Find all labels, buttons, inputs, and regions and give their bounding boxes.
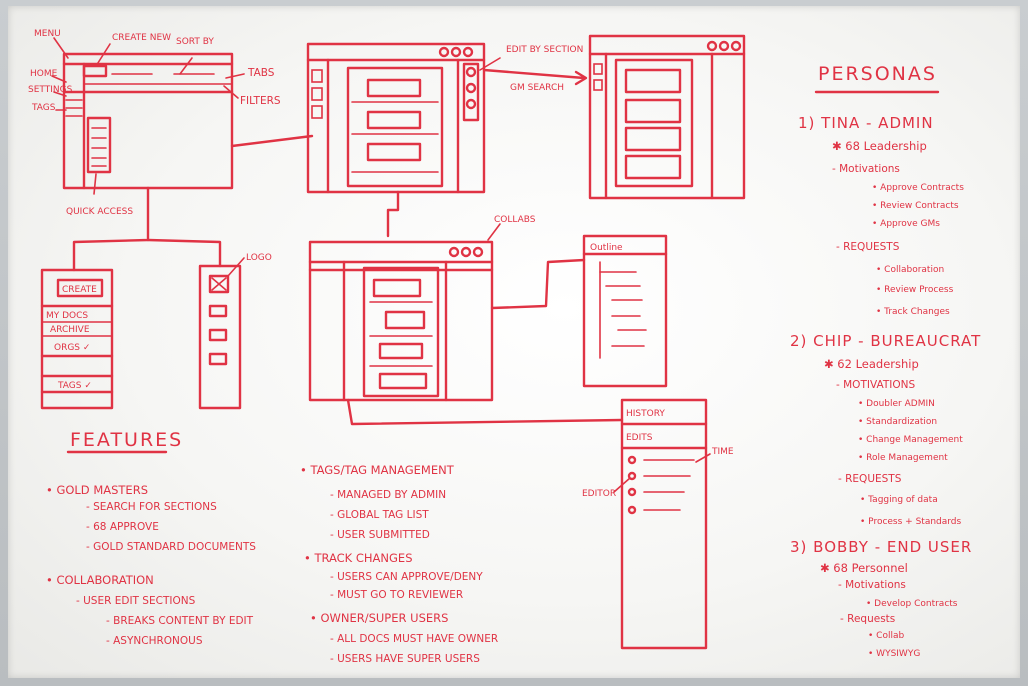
persona-requests-label: - Requests bbox=[840, 613, 895, 625]
feature-item: - MUST GO TO REVIEWER bbox=[330, 589, 463, 601]
persona-request: • WYSIWYG bbox=[868, 649, 920, 659]
persona-request: • Tagging of data bbox=[860, 495, 938, 505]
label-edit-by-section: EDIT BY SECTION bbox=[506, 45, 583, 55]
feature-item: - MANAGED BY ADMIN bbox=[330, 489, 446, 501]
persona-request: • Process + Standards bbox=[860, 517, 962, 527]
connector-collab-to-outline bbox=[490, 258, 586, 310]
wireframe-editor bbox=[306, 42, 501, 194]
feature-heading: • GOLD MASTERS bbox=[46, 483, 148, 497]
connector-collab-to-history bbox=[346, 398, 624, 426]
wireframe-dashboard bbox=[51, 37, 245, 195]
connector-dashboard-to-collapsed bbox=[146, 238, 222, 268]
feature-heading: • OWNER/SUPER USERS bbox=[310, 611, 448, 625]
label-quick-access: QUICK ACCESS bbox=[66, 207, 133, 217]
persona-motivation: • Approve Contracts bbox=[872, 183, 964, 193]
persona-motivation: • Role Management bbox=[858, 453, 948, 463]
feature-item: - USERS CAN APPROVE/DENY bbox=[330, 571, 483, 583]
label-create-new: CREATE NEW bbox=[112, 33, 171, 43]
persona-motivation: • Standardization bbox=[858, 417, 937, 427]
label-editor: EDITOR bbox=[582, 489, 616, 499]
sidebar-my-docs: MY DOCS bbox=[46, 311, 88, 321]
persona-motivation: • Review Contracts bbox=[872, 201, 959, 211]
feature-item: - GOLD STANDARD DOCUMENTS bbox=[86, 541, 256, 553]
label-gm-search: GM SEARCH bbox=[510, 83, 564, 93]
feature-heading: • COLLABORATION bbox=[46, 573, 154, 587]
persona-role: ✱ 68 Personnel bbox=[820, 561, 908, 575]
label-menu: MENU bbox=[34, 29, 61, 39]
label-tags: TAGS bbox=[31, 103, 56, 113]
persona-motivations-label: - Motivations bbox=[832, 163, 900, 175]
feature-item: - USER EDIT SECTIONS bbox=[76, 595, 196, 607]
wireframe-collapsed-sidebar bbox=[198, 257, 245, 410]
feature-item: - ALL DOCS MUST HAVE OWNER bbox=[330, 633, 498, 645]
label-outline: Outline bbox=[590, 243, 623, 253]
connector-editor-to-collab bbox=[386, 190, 400, 238]
feature-item: - BREAKS CONTENT BY EDIT bbox=[106, 615, 254, 627]
whiteboard-surface bbox=[8, 6, 1020, 678]
persona-name: 3) BOBBY - END USER bbox=[790, 538, 972, 556]
connector-dashboard-to-editor bbox=[230, 134, 314, 148]
persona-motivation: • Doubler ADMIN bbox=[858, 399, 935, 409]
persona-requests-label: - REQUESTS bbox=[838, 473, 902, 485]
persona-motivations-label: - MOTIVATIONS bbox=[836, 379, 915, 391]
wireframe-outline bbox=[582, 234, 668, 388]
sidebar-orgs: ORGS ✓ bbox=[54, 343, 90, 353]
feature-item: - USER SUBMITTED bbox=[330, 529, 430, 541]
persona-motivations-label: - Motivations bbox=[838, 579, 906, 591]
feature-heading: • TRACK CHANGES bbox=[304, 551, 413, 565]
label-time: TIME bbox=[711, 447, 734, 457]
persona-request: • Track Changes bbox=[876, 307, 950, 317]
label-filters: FILTERS bbox=[240, 95, 281, 107]
wireframe-gm-page bbox=[588, 34, 746, 200]
sidebar-create: CREATE bbox=[62, 285, 97, 295]
feature-item: - USERS HAVE SUPER USERS bbox=[330, 653, 480, 665]
persona-motivation: • Change Management bbox=[858, 435, 963, 445]
features-section: FEATURES • GOLD MASTERS - SEARCH FOR SEC… bbox=[46, 429, 498, 665]
personas-section: PERSONAS 1) TINA - ADMIN ✱ 68 Leadership… bbox=[790, 63, 981, 659]
persona-motivation: • Develop Contracts bbox=[866, 599, 958, 609]
label-edits: EDITS bbox=[626, 433, 653, 443]
feature-item: - SEARCH FOR SECTIONS bbox=[86, 501, 217, 513]
connector-dashboard-to-sidebar bbox=[72, 186, 150, 272]
persona-request: • Collaboration bbox=[876, 265, 944, 275]
persona-name: 1) TINA - ADMIN bbox=[798, 114, 934, 132]
arrow-head bbox=[574, 70, 588, 86]
feature-item: - 68 APPROVE bbox=[86, 521, 159, 533]
wireframe-sidebar bbox=[40, 268, 114, 410]
label-home: HOME bbox=[30, 69, 58, 79]
feature-heading: • TAGS/TAG MANAGEMENT bbox=[300, 463, 455, 477]
label-collabs: COLLABS bbox=[494, 215, 536, 225]
persona-role: ✱ 62 Leadership bbox=[824, 357, 919, 371]
wireframe-collab-editor bbox=[308, 223, 501, 402]
label-sort-by: SORT BY bbox=[176, 37, 214, 47]
label-settings: SETTINGS bbox=[28, 85, 73, 95]
sidebar-archive: ARCHIVE bbox=[50, 325, 90, 335]
persona-role: ✱ 68 Leadership bbox=[832, 139, 927, 153]
label-tabs: TABS bbox=[247, 67, 275, 79]
label-history: HISTORY bbox=[626, 409, 665, 419]
features-title: FEATURES bbox=[70, 429, 183, 451]
wireframe-history bbox=[613, 398, 711, 650]
persona-requests-label: - REQUESTS bbox=[836, 241, 900, 253]
feature-item: - GLOBAL TAG LIST bbox=[330, 509, 429, 521]
label-logo: LOGO bbox=[246, 253, 272, 263]
persona-request: • Collab bbox=[868, 631, 904, 641]
personas-title: PERSONAS bbox=[818, 63, 937, 85]
persona-motivation: • Approve GMs bbox=[872, 219, 940, 229]
sidebar-tags: TAGS ✓ bbox=[57, 381, 92, 391]
connector-editor-to-gm bbox=[482, 68, 586, 80]
feature-item: - ASYNCHRONOUS bbox=[106, 635, 203, 647]
persona-name: 2) CHIP - BUREAUCRAT bbox=[790, 332, 981, 350]
persona-request: • Review Process bbox=[876, 285, 954, 295]
